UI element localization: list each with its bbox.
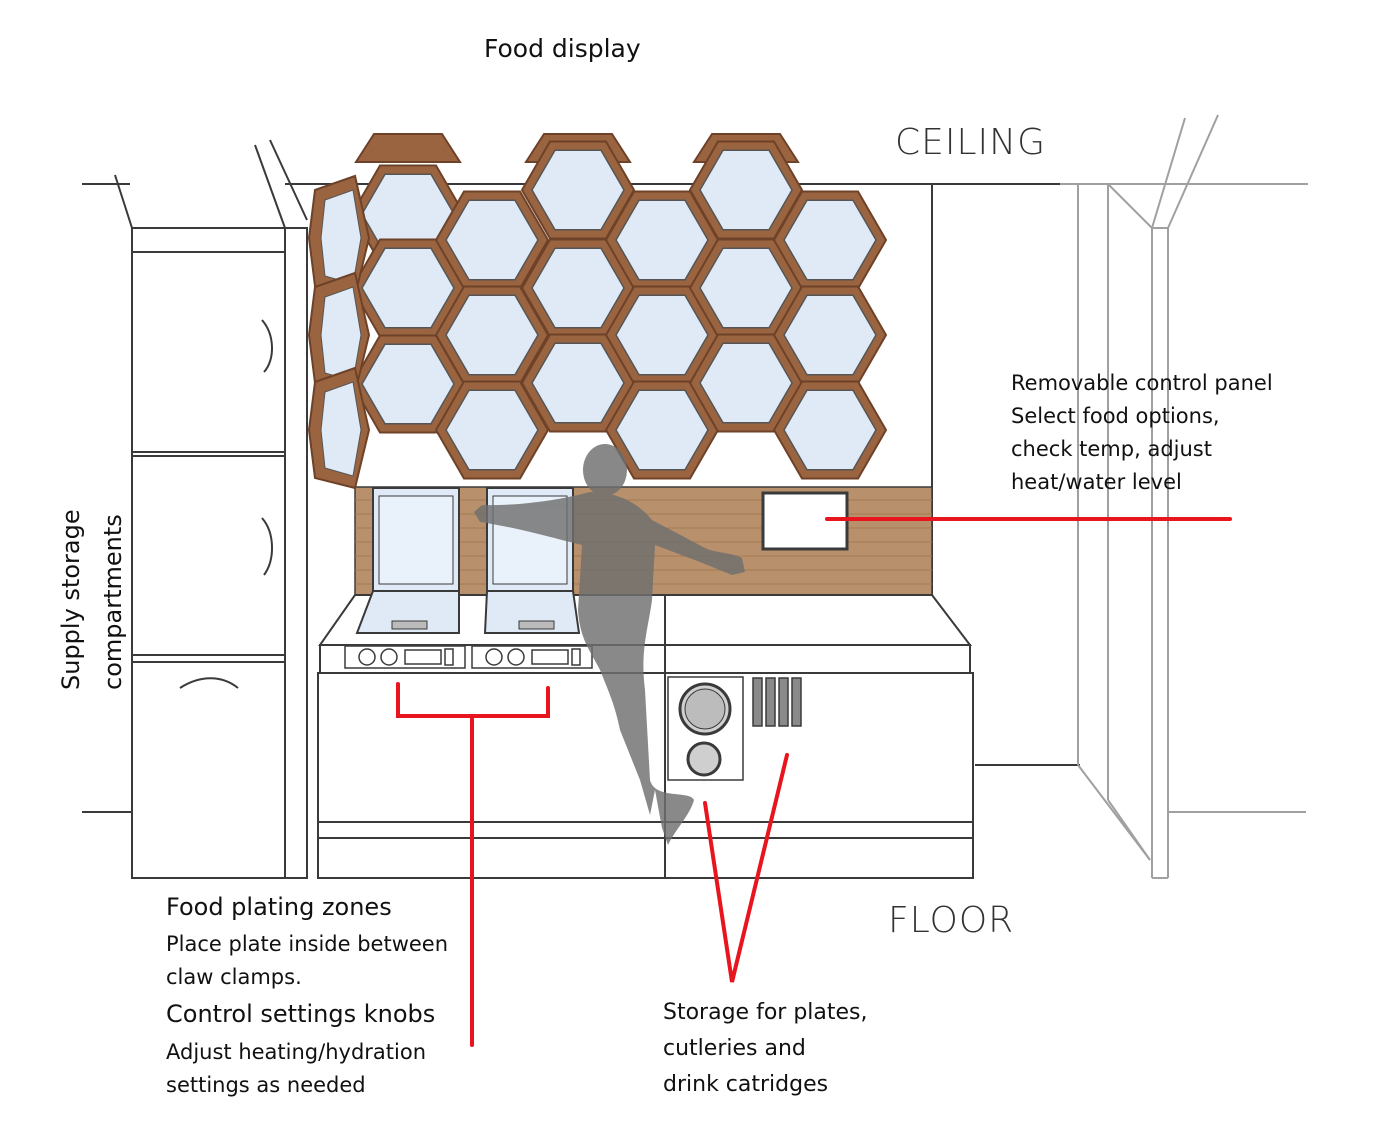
plating-line2: claw clamps. — [166, 961, 448, 994]
supply-storage-label: Supply storage compartments — [50, 509, 134, 690]
plating-annotation: Place plate inside between claw clamps. — [166, 928, 448, 994]
supply-storage-line1: Supply storage — [50, 509, 92, 690]
control-panel-line2: Select food options, — [1011, 400, 1273, 433]
hex-side-glass — [321, 190, 361, 284]
knobs-line2: settings as needed — [166, 1069, 426, 1102]
knobs-line1: Adjust heating/hydration — [166, 1036, 426, 1069]
ceiling-label: CEILING — [895, 122, 1046, 163]
plating-heading: Food plating zones — [166, 893, 392, 921]
floor-label: FLOOR — [888, 900, 1014, 941]
storage-line1: Storage for plates, — [663, 995, 868, 1031]
control-panel-line4: heat/water level — [1011, 466, 1273, 499]
control-panel-line3: check temp, adjust — [1011, 433, 1273, 466]
storage-annotation: Storage for plates, cutleries and drink … — [663, 995, 868, 1103]
plating-zone-1 — [357, 488, 459, 633]
control-panel-line1: Removable control panel — [1011, 367, 1273, 400]
knobs-heading: Control settings knobs — [166, 1000, 435, 1028]
food-display-honeycomb — [309, 134, 886, 488]
storage-line2: cutleries and — [663, 1031, 868, 1067]
hex-side-glass — [321, 382, 361, 476]
food-display-label: Food display — [484, 34, 641, 63]
hex-cap — [356, 134, 460, 162]
storage-line3: drink catridges — [663, 1067, 868, 1103]
knobs-annotation: Adjust heating/hydration settings as nee… — [166, 1036, 426, 1102]
supply-storage-line2: compartments — [92, 509, 134, 690]
supply-storage-cabinet — [115, 140, 307, 878]
hex-side-glass — [321, 287, 361, 381]
control-panel-annotation: Removable control panel Select food opti… — [1011, 367, 1273, 499]
plating-line1: Place plate inside between — [166, 928, 448, 961]
